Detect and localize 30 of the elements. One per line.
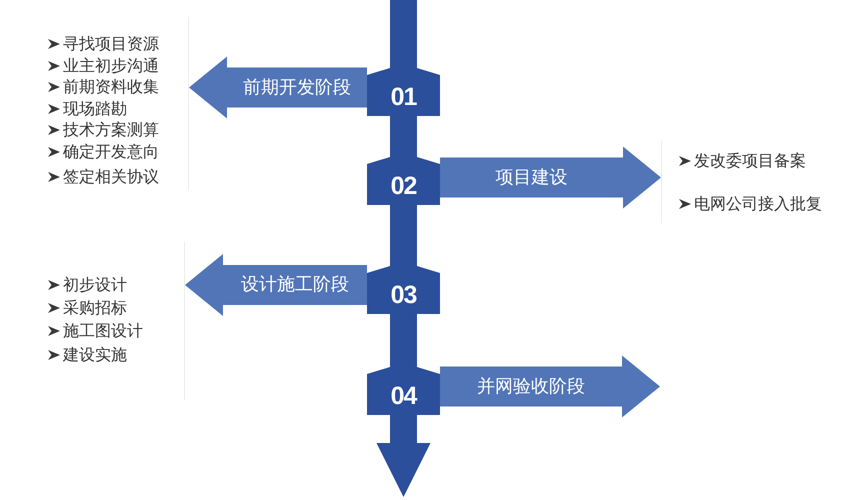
list-item: 现场踏勘 <box>63 100 127 118</box>
number-badge <box>367 266 440 314</box>
list-item: 发改委项目备案 <box>694 152 806 170</box>
number-badge <box>367 367 440 415</box>
list-item: 电网公司接入批复 <box>694 195 822 213</box>
connector-bar <box>390 314 417 367</box>
list-item: 建设实施 <box>63 346 127 364</box>
list-item: 前期资料收集 <box>63 78 159 96</box>
step-number: 01 <box>390 84 416 110</box>
number-badge <box>367 68 440 116</box>
list-item: 确定开发意向 <box>63 142 159 160</box>
edge-label: 项目建设 <box>494 168 570 188</box>
list-item: 初步设计 <box>63 276 127 294</box>
list-item: 施工图设计 <box>63 322 143 340</box>
arrow <box>376 415 430 497</box>
list-item: 业主初步沟通 <box>63 56 159 74</box>
step-number: 04 <box>390 383 416 409</box>
list-item: 采购招标 <box>63 299 127 317</box>
edge-label: 设计施工阶段 <box>239 275 351 295</box>
connector-bar <box>390 205 417 266</box>
list-item: 签定相关协议 <box>63 168 159 186</box>
connector-bar <box>390 0 417 68</box>
connector-bar <box>390 116 417 157</box>
step-number: 03 <box>390 282 416 308</box>
number-badge <box>367 157 440 205</box>
list-item: 寻找项目资源 <box>63 35 159 53</box>
edge-label: 并网验收阶段 <box>475 376 587 396</box>
edge-label: 前期开发阶段 <box>241 78 353 98</box>
list-item: 技术方案测算 <box>63 121 159 139</box>
step-number: 02 <box>390 173 416 199</box>
